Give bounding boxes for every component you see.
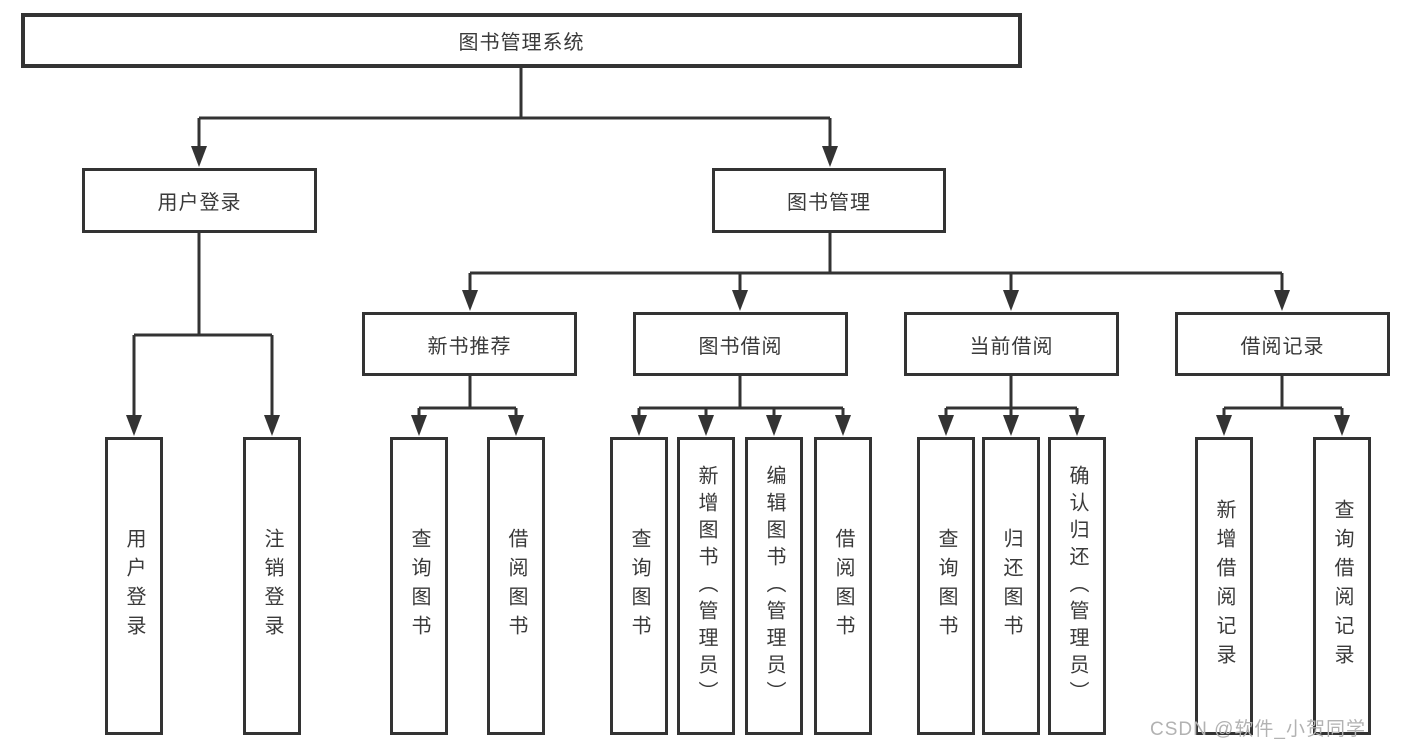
leaf-edit-book-admin: 编辑图书（管理员） (745, 437, 803, 735)
leaf-borrow-books-1: 借阅图书 (487, 437, 545, 735)
arrow-down-icon (835, 415, 851, 436)
leaf-query-books-2: 查询图书 (610, 437, 668, 735)
arrow-down-icon (938, 415, 954, 436)
node-new-books: 新书推荐 (362, 312, 577, 376)
arrow-down-icon (264, 415, 280, 436)
arrow-down-icon (1216, 415, 1232, 436)
arrow-down-icon (508, 415, 524, 436)
arrow-down-icon (1274, 290, 1290, 311)
node-root: 图书管理系统 (21, 13, 1022, 68)
leaf-borrow-books-2: 借阅图书 (814, 437, 872, 735)
arrow-down-icon (698, 415, 714, 436)
leaf-query-borrow-record: 查询借阅记录 (1313, 437, 1371, 735)
node-user-login: 用户登录 (82, 168, 317, 233)
leaf-add-borrow-record: 新增借阅记录 (1195, 437, 1253, 735)
arrow-down-icon (191, 146, 207, 167)
arrow-down-icon (126, 415, 142, 436)
arrow-down-icon (732, 290, 748, 311)
arrow-down-icon (1334, 415, 1350, 436)
node-book-mgmt: 图书管理 (712, 168, 946, 233)
leaf-query-books-3: 查询图书 (917, 437, 975, 735)
node-borrow-records: 借阅记录 (1175, 312, 1390, 376)
arrow-down-icon (462, 290, 478, 311)
arrow-down-icon (1003, 290, 1019, 311)
arrow-down-icon (1069, 415, 1085, 436)
leaf-user-login: 用户登录 (105, 437, 163, 735)
csdn-watermark: CSDN @软件_小贺同学 (1150, 719, 1366, 740)
leaf-add-book-admin: 新增图书（管理员） (677, 437, 735, 735)
leaf-return-book: 归还图书 (982, 437, 1040, 735)
leaf-logout: 注销登录 (243, 437, 301, 735)
leaf-confirm-return-admin: 确认归还（管理员） (1048, 437, 1106, 735)
leaf-query-books-1: 查询图书 (390, 437, 448, 735)
arrow-down-icon (822, 146, 838, 167)
node-book-borrow: 图书借阅 (633, 312, 848, 376)
arrow-down-icon (411, 415, 427, 436)
arrow-down-icon (631, 415, 647, 436)
arrow-down-icon (766, 415, 782, 436)
arrow-down-icon (1003, 415, 1019, 436)
node-current-borrow: 当前借阅 (904, 312, 1119, 376)
